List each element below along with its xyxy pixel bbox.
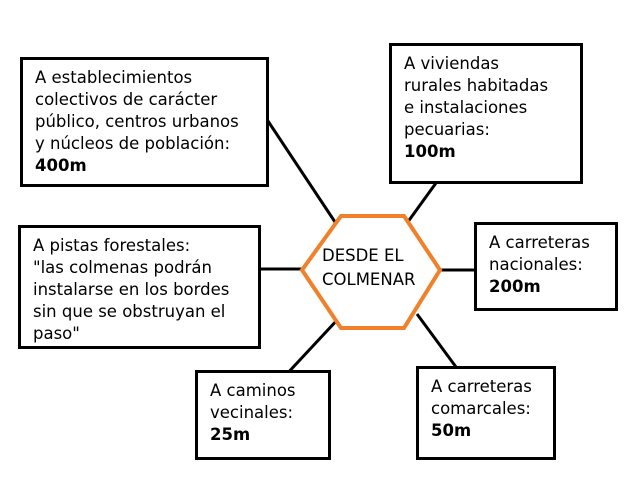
box-establecimientos-line-3: público, centros urbanos [35,112,239,131]
box-viviendas-line-1: A viviendas [404,54,500,73]
box-comarcales-distance: 50m [431,421,472,440]
box-establecimientos-line-2: colectivos de carácter [35,90,218,109]
box-viviendas-line-3: e instalaciones [404,98,528,117]
box-establecimientos-distance: 400m [35,156,87,175]
box-nacionales-line-2: nacionales: [489,255,583,274]
box-caminos: A caminos vecinales: 25m [195,370,331,460]
connector-caminos [282,316,341,379]
box-pistas: A pistas forestales: "las colmenas podrá… [18,225,261,349]
box-viviendas: A viviendas rurales habitadas e instalac… [389,43,583,184]
box-caminos-line-2: vecinales: [210,403,294,422]
box-establecimientos-line-1: A establecimientos [35,68,193,87]
center-line-2: COLMENAR [322,270,416,289]
box-viviendas-line-4: pecuarias: [404,120,490,139]
box-nacionales: A carreteras nacionales: 200m [474,222,618,311]
center-hexagon [299,214,443,330]
connector-establecimientos [256,105,341,229]
box-pistas-line-3: instalarse en los bordes [33,280,230,299]
box-nacionales-distance: 200m [489,277,541,296]
box-viviendas-line-2: rurales habitadas [404,76,549,95]
box-comarcales-line-2: comarcales: [431,399,531,418]
box-nacionales-line-1: A carreteras [489,233,590,252]
connector-comarcales [415,313,458,368]
box-pistas-line-2: "las colmenas podrán [33,258,212,277]
center-line-1: DESDE EL [322,246,404,265]
box-pistas-line-1: A pistas forestales: [33,236,191,255]
box-pistas-line-5: paso" [33,324,80,343]
box-establecimientos: A establecimientos colectivos de carácte… [20,57,269,187]
box-caminos-distance: 25m [210,425,251,444]
center-label: DESDE EL COLMENAR [302,244,442,292]
box-caminos-line-1: A caminos [210,381,296,400]
box-pistas-line-4: sin que se obstruyan el [33,302,226,321]
box-establecimientos-line-4: y núcleos de población: [35,134,231,153]
box-comarcales: A carreteras comarcales: 50m [416,366,556,460]
box-viviendas-distance: 100m [404,142,456,161]
box-comarcales-line-1: A carreteras [431,377,532,396]
